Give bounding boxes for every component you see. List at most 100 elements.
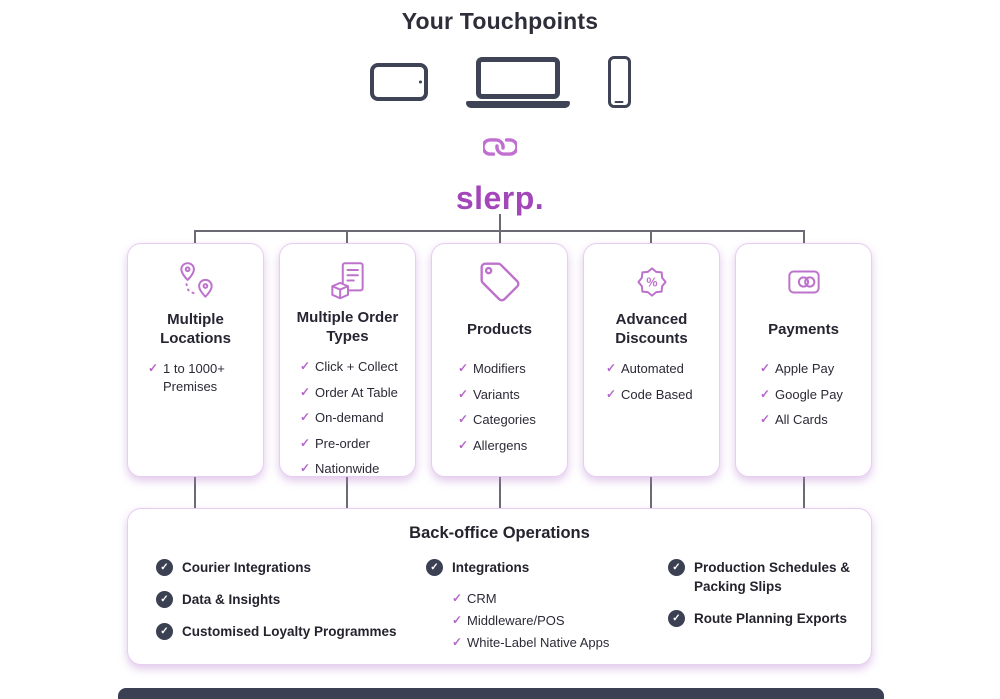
connector-line	[499, 477, 501, 509]
feature-label: On-demand	[315, 410, 384, 426]
feature-label: CRM	[467, 590, 497, 606]
circle-check-icon: ✓	[668, 559, 685, 576]
circle-check-icon: ✓	[426, 559, 443, 576]
card-multiple-order-types: Multiple Order Types ✓ Click + Collect ✓ O…	[279, 243, 416, 477]
backoffice-column-2: ✓ Integrations ✓CRM ✓Middleware/POS ✓Whi…	[426, 559, 656, 657]
feature-item: ✓ Variants	[458, 386, 559, 404]
discount-badge-icon: %	[629, 258, 675, 306]
connector-line	[346, 230, 348, 245]
check-icon: ✓	[452, 590, 463, 605]
payment-card-icon	[781, 258, 827, 306]
check-icon: ✓	[606, 361, 617, 375]
feature-label: Categories	[473, 412, 536, 428]
card-advanced-discounts: % Advanced Discounts ✓Automated ✓Code Ba…	[583, 243, 720, 477]
connector-line	[803, 477, 805, 509]
feature-label: Nationwide	[315, 461, 380, 477]
feature-item: ✓ All Cards	[760, 411, 863, 429]
feature-label: 1 to 1000+ Premises	[163, 361, 225, 394]
feature-label: White-Label Native Apps	[467, 634, 610, 650]
backoffice-label: Courier Integrations	[182, 560, 312, 575]
circle-check-icon: ✓	[156, 622, 173, 640]
check-icon: ✓	[300, 461, 311, 476]
check-icon: ✓	[760, 361, 771, 375]
card-products: Products ✓Modifiers ✓Variants ✓Categorie…	[431, 243, 568, 477]
feature-item: ✓ Allergens	[458, 437, 559, 455]
feature-item: ✓ Nationwide	[300, 460, 407, 478]
check-icon: ✓	[300, 384, 311, 399]
tablet-button-dot	[418, 80, 422, 84]
feature-item: ✓ Pre-order	[300, 435, 407, 453]
feature-list: ✓ Click + Collect ✓ Order At Table ✓ On-dem…	[280, 358, 415, 486]
feature-label: Modifiers	[473, 361, 526, 376]
feature-item: ✓White-Label Native Apps	[452, 635, 656, 650]
link-icon-wrap	[0, 128, 1000, 166]
card-multiple-locations: Multiple Locations ✓ 1 to 1000+ Premises	[127, 243, 264, 477]
feature-label: Middleware/POS	[467, 612, 565, 628]
backoffice-item: ✓ Customised Loyalty Programmes	[156, 622, 414, 642]
check-icon: ✓	[760, 386, 771, 401]
feature-list: ✓Apple Pay ✓ Google Pay ✓ All Cards	[736, 360, 871, 437]
card-title: Payments	[768, 320, 839, 338]
feature-list: ✓Modifiers ✓ Variants ✓Categories ✓ Allerg…	[432, 360, 567, 462]
backoffice-item: ✓ Route Planning Exports	[668, 609, 858, 629]
page-title: Your Touchpoints	[401, 8, 599, 34]
card-title: Multiple Order Types	[296, 309, 399, 345]
order-types-icon	[325, 258, 371, 304]
backoffice-label: Production Schedules & Packing Slips	[694, 560, 851, 594]
check-icon: ✓	[148, 361, 159, 375]
backoffice-title: Back-office Operations	[409, 524, 590, 542]
feature-label: All Cards	[775, 412, 828, 428]
feature-item: ✓Apple Pay	[760, 360, 863, 378]
feature-item: ✓Modifiers	[458, 360, 559, 378]
connector-line	[346, 477, 348, 509]
feature-label: Variants	[473, 386, 520, 402]
feature-label: Pre-order	[315, 435, 370, 451]
brand-logo: slerp.	[455, 180, 545, 216]
backoffice-column-1: ✓ Courier Integrations ✓ Data & Insights…	[156, 559, 414, 655]
feature-label: Code Based	[621, 386, 693, 402]
circle-check-icon: ✓	[156, 559, 173, 576]
device-row	[0, 54, 1000, 110]
feature-label: Allergens	[473, 437, 528, 453]
feature-label: Click + Collect	[315, 359, 398, 374]
feature-item: ✓ 1 to 1000+ Premises	[148, 360, 255, 395]
feature-item: ✓ Automated	[606, 360, 711, 378]
backoffice-item: ✓ Integrations	[426, 559, 656, 578]
phone-home-bar	[614, 101, 624, 103]
feature-list: ✓ Automated ✓Code Based	[584, 360, 719, 411]
backoffice-column-3: ✓ Production Schedules & Packing Slips ✓…	[668, 559, 858, 642]
tablet-icon	[369, 63, 428, 101]
circle-check-icon: ✓	[668, 609, 685, 627]
card-backoffice-operations: Back-office Operations ✓ Courier Integra…	[127, 508, 872, 665]
connector-line	[650, 230, 652, 245]
map-pins-icon	[173, 258, 219, 306]
connector-line	[650, 477, 652, 509]
check-icon: ✓	[760, 412, 771, 427]
connector-line	[194, 230, 196, 245]
price-tag-icon	[478, 258, 522, 306]
feature-label: Google Pay	[775, 386, 843, 402]
card-title: Multiple Locations	[160, 311, 231, 347]
feature-item: ✓Middleware/POS	[452, 613, 656, 628]
feature-item: ✓ Google Pay	[760, 386, 863, 404]
circle-check-icon: ✓	[156, 590, 173, 608]
check-icon: ✓	[300, 410, 311, 425]
feature-item: ✓Code Based	[606, 386, 711, 404]
backoffice-label: Customised Loyalty Programmes	[182, 623, 397, 639]
connector-line	[803, 230, 805, 245]
backoffice-item: ✓ Courier Integrations	[156, 559, 414, 578]
check-icon: ✓	[458, 386, 469, 401]
feature-list: ✓ 1 to 1000+ Premises	[128, 360, 263, 403]
feature-item: ✓ CRM	[452, 591, 656, 606]
feature-item: ✓Categories	[458, 411, 559, 429]
laptop-screen	[475, 56, 560, 99]
check-icon: ✓	[458, 437, 469, 452]
feature-label: Automated	[621, 361, 684, 376]
check-icon: ✓	[300, 435, 311, 450]
bottom-bar	[118, 688, 884, 699]
feature-label: Order At Table	[315, 384, 398, 400]
phone-icon	[607, 56, 631, 108]
backoffice-label: Integrations	[452, 560, 530, 575]
integrations-sublist: ✓ CRM ✓Middleware/POS ✓White-Label Native…	[452, 591, 656, 650]
